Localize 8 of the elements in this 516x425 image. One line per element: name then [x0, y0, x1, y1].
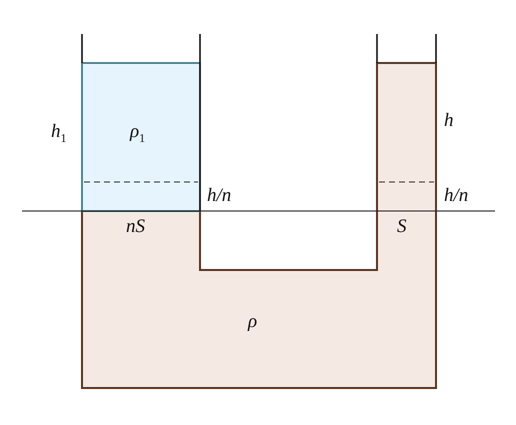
height-label: h/n — [444, 185, 468, 207]
height-label: h$_{1}$ — [51, 121, 66, 147]
height-label: h/n — [207, 185, 232, 207]
density-label: ρ$_{1}$ — [130, 121, 146, 147]
density-label: ρ — [248, 311, 258, 333]
area-label: S — [397, 216, 406, 238]
height-label: h — [444, 110, 454, 132]
area-label: nS — [126, 216, 145, 238]
